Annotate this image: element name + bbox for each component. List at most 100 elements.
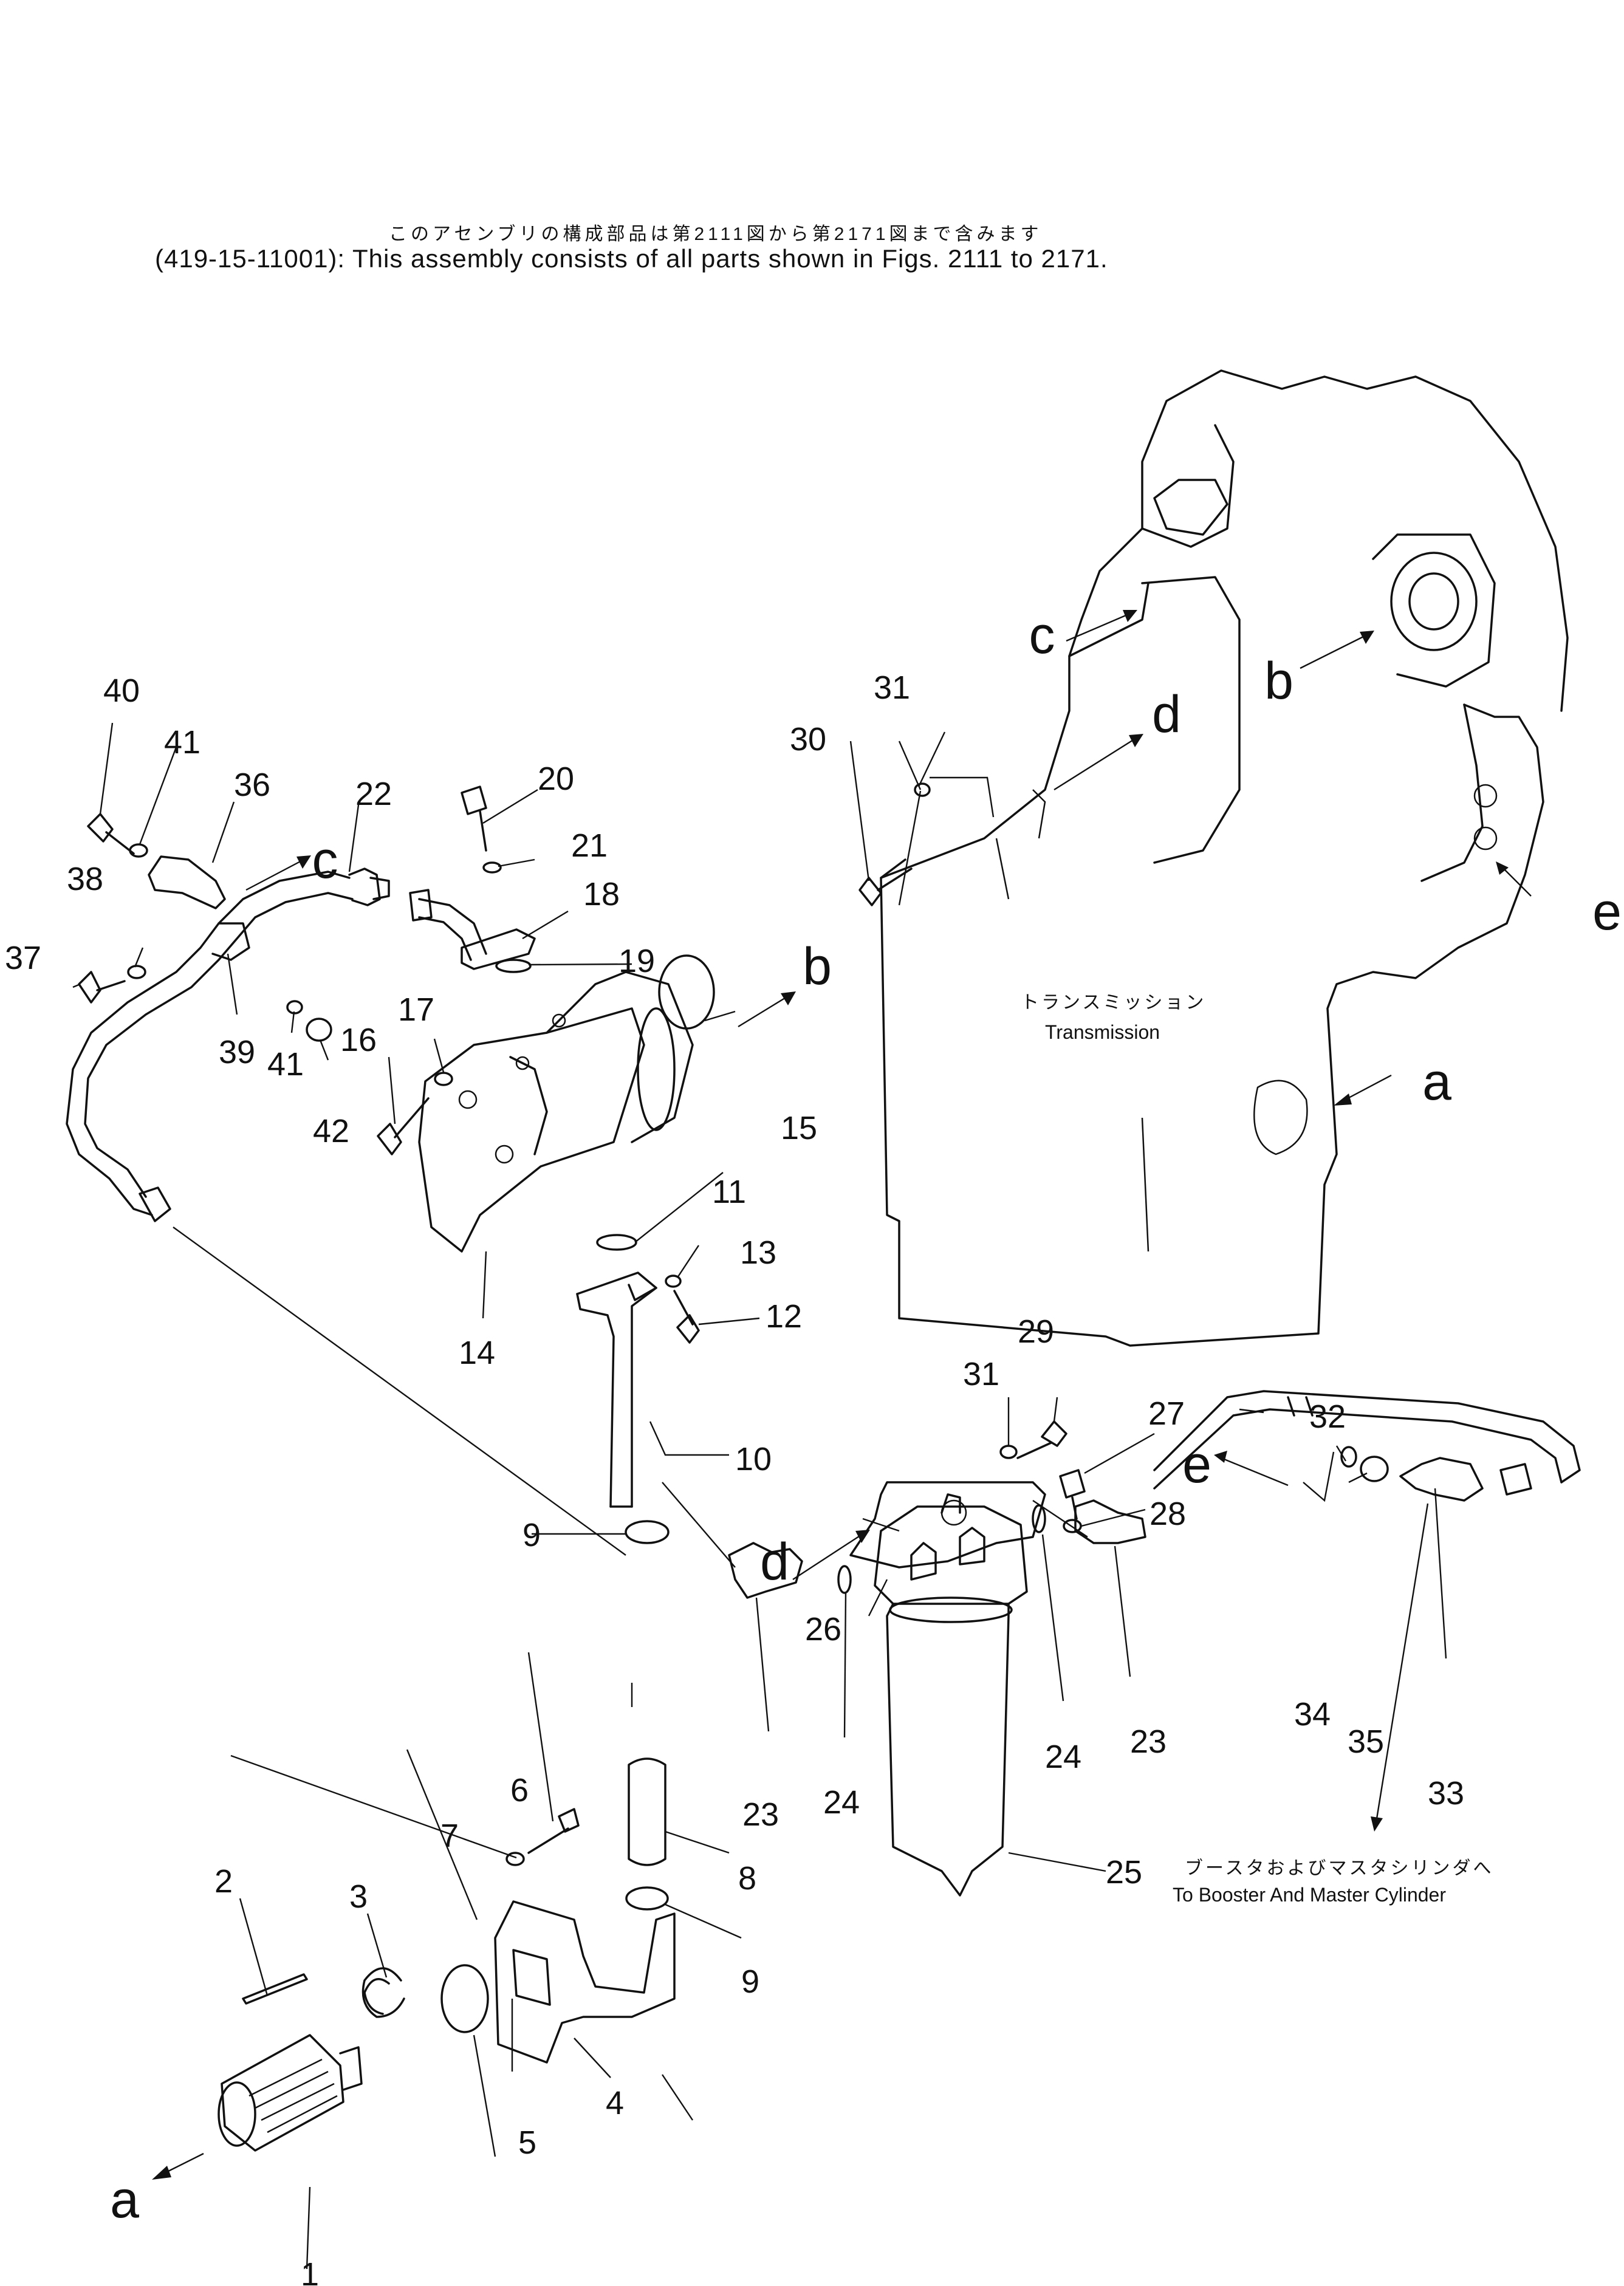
clamp-9-lower <box>625 1886 669 1911</box>
callout-41-upper: 41 <box>164 724 200 761</box>
washer-41b <box>286 1000 303 1015</box>
destination-label-en: To Booster And Master Cylinder <box>1173 1884 1446 1906</box>
callout-38: 38 <box>67 861 103 897</box>
letter-e-pipe: e <box>1182 1436 1211 1494</box>
clamp-9-upper <box>625 1520 670 1544</box>
callout-41-lower: 41 <box>267 1046 304 1083</box>
washer-38 <box>127 965 146 979</box>
callout-39: 39 <box>219 1034 255 1070</box>
tee-33 <box>1399 1457 1484 1502</box>
hose-22 <box>66 868 390 1222</box>
washer-13 <box>665 1275 682 1288</box>
callout-23-right: 23 <box>1130 1723 1167 1760</box>
snap-ring-3 <box>361 1967 405 2018</box>
leader-lines <box>72 722 1447 2270</box>
hydraulic-pump <box>418 971 694 1253</box>
letter-c-bracket: c <box>312 831 338 889</box>
callout-2: 2 <box>214 1863 233 1900</box>
bolt-27 <box>1059 1469 1086 1520</box>
callout-28: 28 <box>1149 1496 1186 1532</box>
callout-4: 4 <box>606 2085 624 2121</box>
nut-42 <box>306 1018 332 1042</box>
bolt-6 <box>527 1808 580 1854</box>
callout-12: 12 <box>766 1298 802 1335</box>
callout-24-right: 24 <box>1045 1739 1081 1775</box>
callout-27: 27 <box>1148 1395 1185 1432</box>
switch-23-right <box>1074 1499 1146 1544</box>
header-english: (419-15-11001): This assembly consists o… <box>155 244 1108 273</box>
callout-32: 32 <box>1309 1398 1346 1435</box>
callout-36: 36 <box>234 767 270 803</box>
washer-31b <box>999 1445 1018 1459</box>
filter-25 <box>874 1493 1028 1897</box>
washer-17 <box>434 1072 453 1086</box>
elbow-4 <box>494 1900 676 2064</box>
callout-22: 22 <box>355 776 392 812</box>
o-ring-24a <box>837 1565 852 1594</box>
callout-10: 10 <box>735 1441 772 1477</box>
callout-40: 40 <box>103 672 140 709</box>
callout-19: 19 <box>618 943 655 979</box>
letter-c-trans: c <box>1029 606 1055 665</box>
hose-18 <box>409 889 536 970</box>
callout-37: 37 <box>5 940 41 976</box>
callout-14: 14 <box>459 1335 495 1371</box>
header-japanese: このアセンブリの構成部品は第2111図から第2171図まで含みます <box>389 224 1043 244</box>
callout-18: 18 <box>583 876 620 912</box>
letter-a-trans: a <box>1422 1053 1451 1111</box>
callout-1: 1 <box>301 2256 319 2286</box>
bolt-12 <box>673 1290 700 1344</box>
callout-30: 30 <box>790 721 826 758</box>
callout-6: 6 <box>510 1772 529 1809</box>
callout-25: 25 <box>1106 1854 1142 1891</box>
o-ring-34 <box>1340 1446 1357 1468</box>
letter-d-filter: d <box>760 1533 789 1591</box>
strainer-1 <box>218 2034 363 2152</box>
o-ring-19 <box>495 959 532 973</box>
connection-arrows <box>152 610 1532 2180</box>
callout-20: 20 <box>538 761 574 797</box>
callout-21: 21 <box>571 827 608 864</box>
bracket-26 <box>849 1481 1046 1569</box>
pin-2 <box>242 1973 308 2005</box>
letter-b-pump: b <box>803 937 832 996</box>
tube-32 <box>1153 1390 1581 1496</box>
callout-9-lower: 9 <box>741 1963 759 2000</box>
destination-label-jp: ブースタおよびマスタシリンダへ <box>1185 1858 1494 1878</box>
letter-d-trans: d <box>1152 685 1181 744</box>
callout-13: 13 <box>740 1234 776 1271</box>
callout-3: 3 <box>349 1878 368 1915</box>
callout-42: 42 <box>313 1113 349 1149</box>
bolt-40 <box>87 813 135 855</box>
callout-24-left: 24 <box>823 1784 860 1821</box>
callout-5: 5 <box>518 2124 536 2161</box>
callout-11: 11 <box>712 1174 746 1210</box>
callout-33: 33 <box>1428 1775 1464 1812</box>
callout-8: 8 <box>738 1860 756 1897</box>
o-ring-15 <box>658 954 715 1030</box>
callout-35: 35 <box>1348 1723 1384 1760</box>
letter-b-trans: b <box>1264 652 1293 710</box>
bolt-29 <box>1016 1420 1067 1459</box>
hose-to-connector-line <box>173 1227 736 1568</box>
connector-23-left <box>728 1542 803 1599</box>
callout-29: 29 <box>1018 1313 1054 1350</box>
letter-e-trans: e <box>1592 883 1622 941</box>
washer-41a <box>129 843 148 858</box>
washer-28 <box>1063 1519 1082 1533</box>
connection-letters: a a b b c c d d e e <box>110 606 1622 2229</box>
callout-34: 34 <box>1294 1696 1331 1733</box>
callout-31-upper: 31 <box>874 669 910 706</box>
callout-7: 7 <box>440 1818 459 1854</box>
bolt-37 <box>78 971 126 1004</box>
o-ring-11 <box>596 1234 637 1251</box>
callout-15: 15 <box>781 1110 817 1146</box>
transmission-label-jp: トランスミッション <box>1021 993 1206 1013</box>
bolt-16 <box>377 1097 430 1155</box>
washer-21 <box>482 861 502 874</box>
letter-a-filter: a <box>110 2171 139 2229</box>
o-ring-5 <box>440 1964 489 2033</box>
callout-9-upper: 9 <box>522 1517 541 1553</box>
transmission-housing <box>880 369 1569 1347</box>
